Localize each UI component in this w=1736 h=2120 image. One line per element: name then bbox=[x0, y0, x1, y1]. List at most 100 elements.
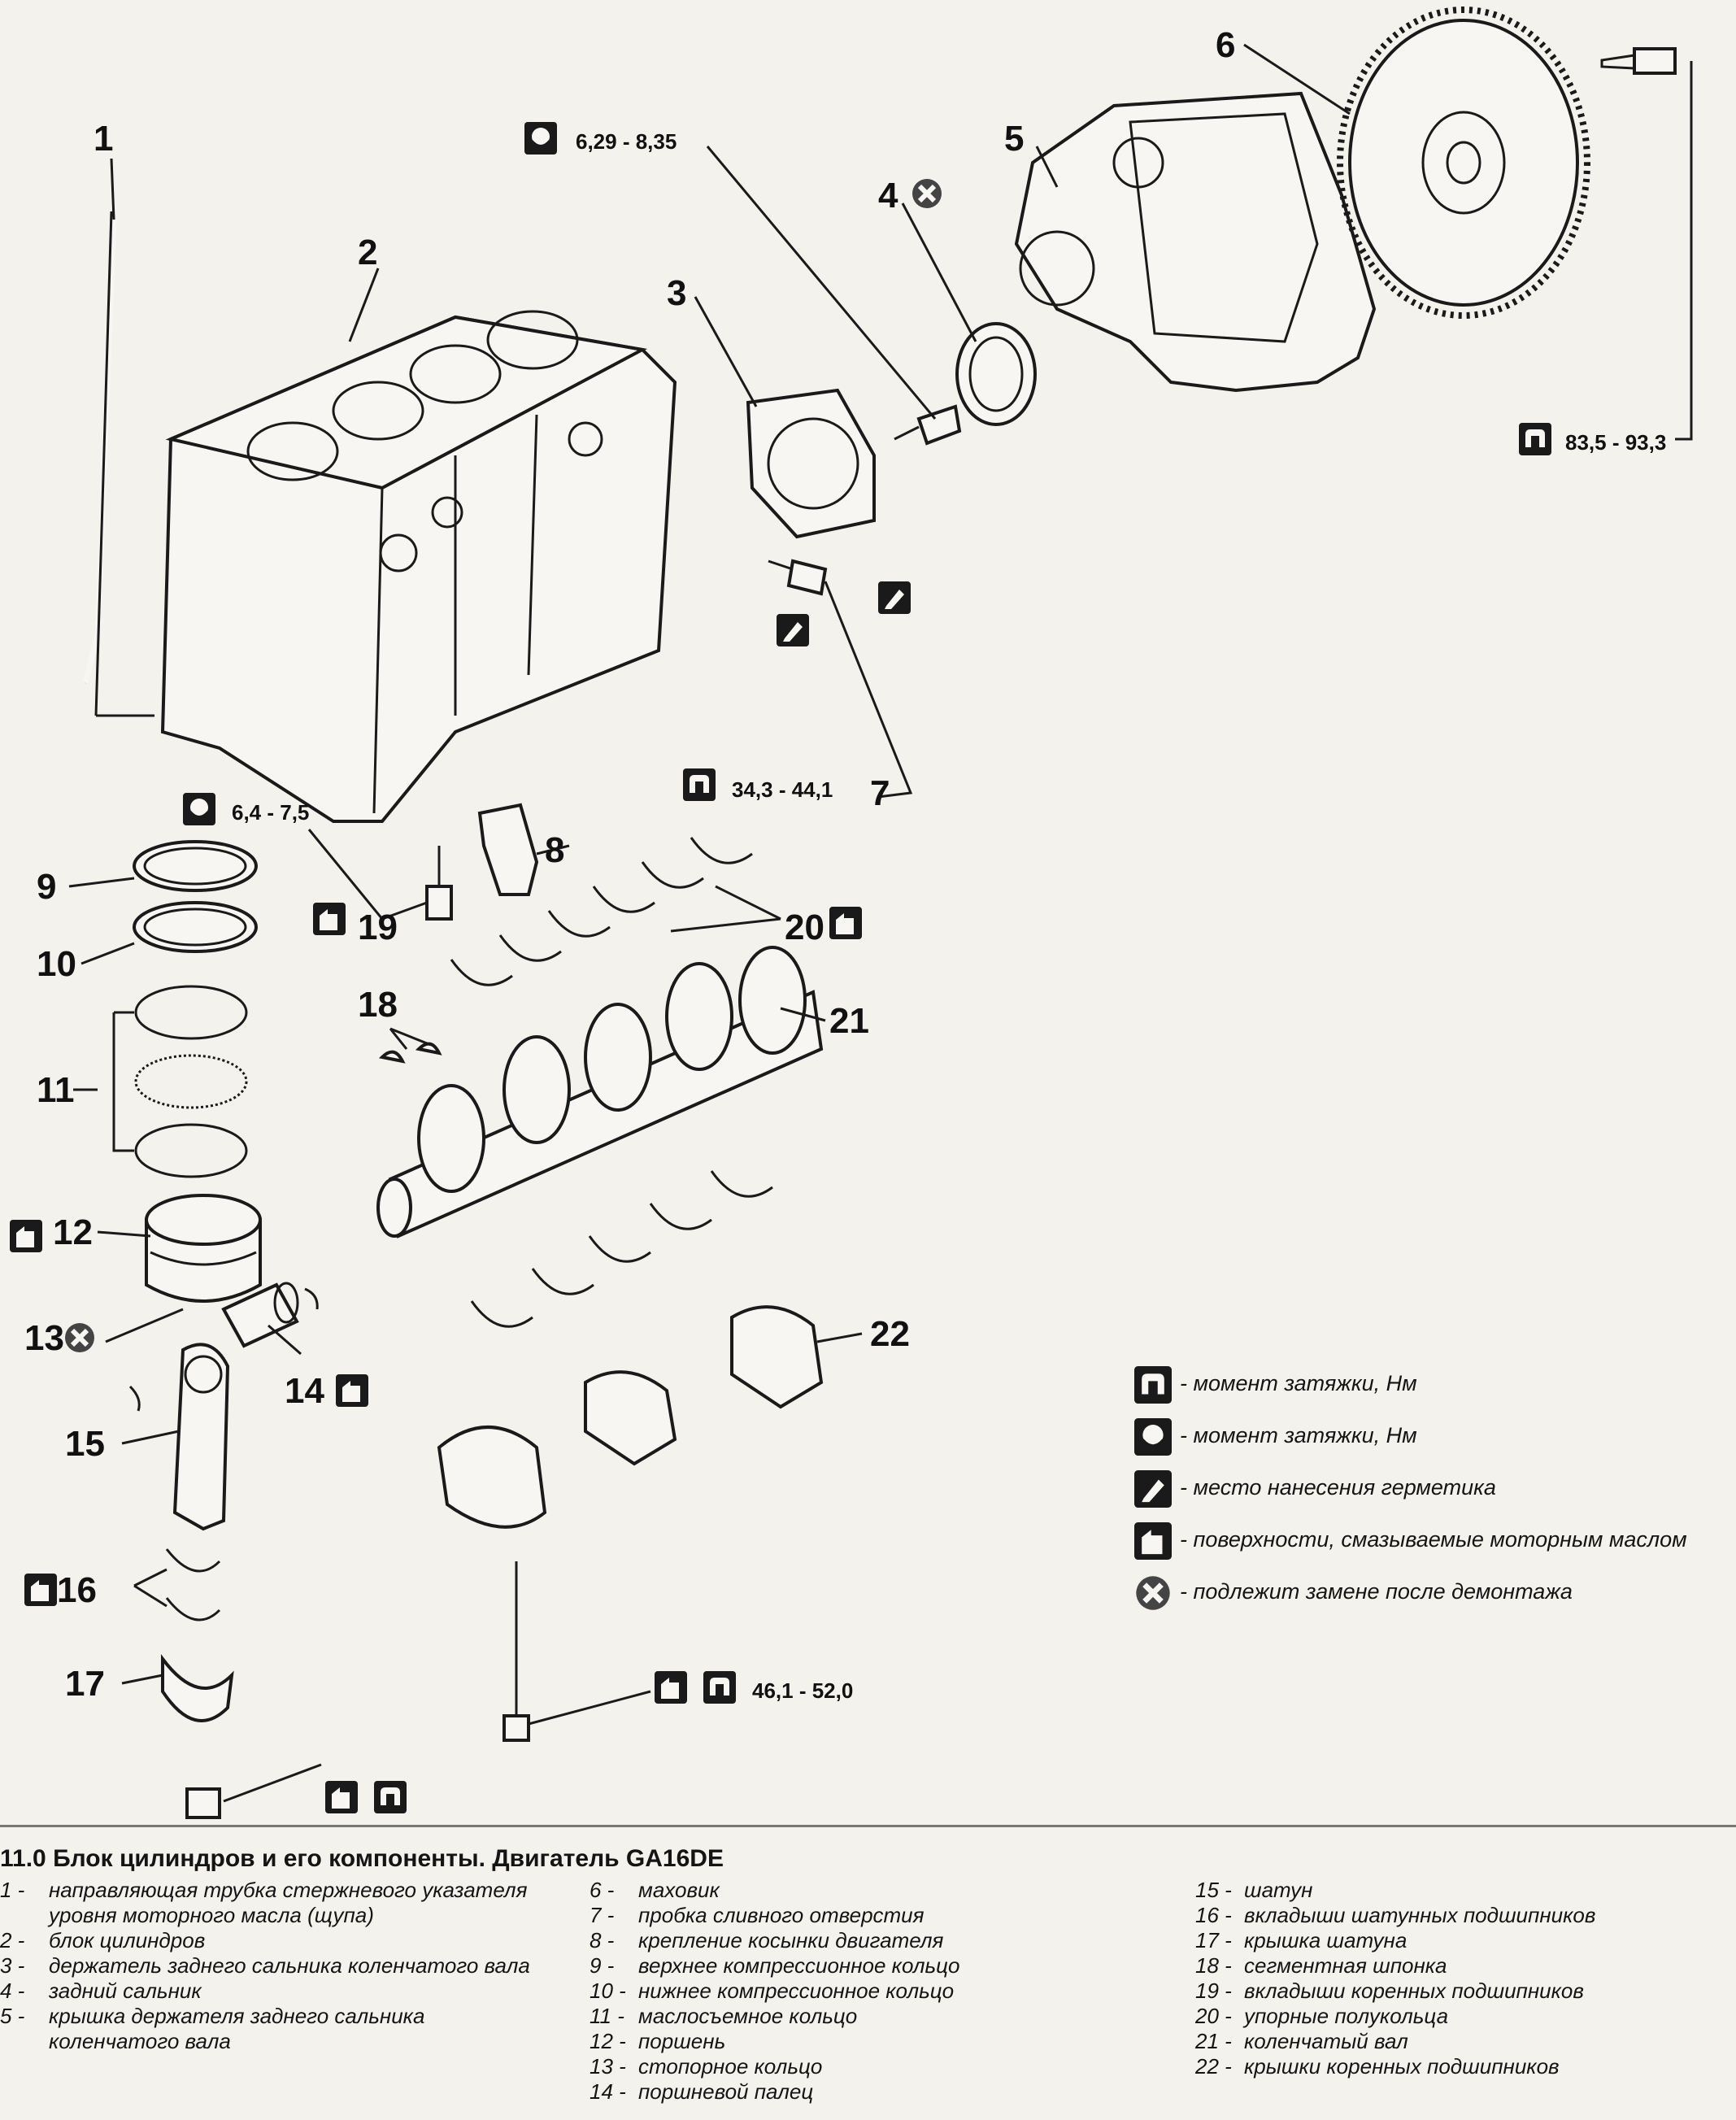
leader-lines bbox=[68, 43, 1693, 1803]
circlips bbox=[128, 1287, 319, 1412]
caption-item: 21 -коленчатый вал bbox=[1195, 2029, 1724, 2054]
caption-item-text: крышка держателя заднего сальника коленч… bbox=[49, 2004, 425, 2053]
main-bearings-lower bbox=[470, 1170, 773, 1328]
caption-item: 18 -сегментная шпонка bbox=[1195, 1953, 1724, 1979]
piston-rings bbox=[133, 840, 258, 953]
part-number-label: 2 bbox=[358, 233, 377, 272]
legend-item: - подлежит замене после демонтажа bbox=[1134, 1574, 1703, 1612]
part-number-label: 16 bbox=[57, 1570, 97, 1610]
oil-can-icon bbox=[336, 1374, 368, 1407]
caption-item-text: верхнее компрессионное кольцо bbox=[638, 1953, 960, 1978]
caption-item: 16 - вкладыши шатунных подшипников bbox=[1195, 1903, 1724, 1928]
caption-item: 14 -поршневой палец bbox=[590, 2079, 1110, 2105]
caption-item-number: 11 - bbox=[590, 2004, 624, 2028]
torque-value-main-cap: 46,1 - 52,0 bbox=[752, 1678, 853, 1703]
caption-item-text: блок цилиндров bbox=[49, 1928, 206, 1952]
caption-item-number: 15 - bbox=[1195, 1878, 1232, 1902]
caption-item-number: 22 - bbox=[1195, 2054, 1232, 2079]
thrust-washers bbox=[592, 837, 753, 913]
caption-item-text: направляющая трубка стержневого указател… bbox=[49, 1878, 528, 1927]
caption-item: 20 -упорные полукольца bbox=[1195, 2004, 1724, 2029]
part-number-label: 6 bbox=[1216, 25, 1235, 65]
legend-text: - подлежит замене после демонтажа bbox=[1180, 1579, 1573, 1604]
part-number-label: 3 bbox=[667, 273, 686, 313]
caption-item: 2 -блок цилиндров bbox=[0, 1928, 537, 1953]
caption-item: 5 -крышка держателя заднего сальника кол… bbox=[0, 2004, 537, 2054]
caption-item: 7 -пробка сливного отверстия bbox=[590, 1903, 1110, 1928]
caption-item-text: нижнее компрессионное кольцо bbox=[638, 1979, 955, 2003]
main-bearing-caps bbox=[437, 1305, 824, 1529]
rear-seal-retainer bbox=[746, 388, 876, 539]
caption-item: 19 -вкладыши коренных подшипников bbox=[1195, 1979, 1724, 2004]
part-number-label: 11 bbox=[37, 1070, 75, 1110]
caption-item: 1 -направляющая трубка стержневого указа… bbox=[0, 1878, 537, 1928]
crankshaft bbox=[376, 946, 824, 1238]
caption-item-text: крышка шатуна bbox=[1244, 1928, 1408, 1952]
torque-open-wrench-icon bbox=[374, 1781, 407, 1813]
piston-pin bbox=[221, 1282, 299, 1348]
part-number-label: 13 bbox=[24, 1318, 64, 1358]
oil-can-icon bbox=[313, 903, 346, 935]
caption-item: 4 - задний сальник bbox=[0, 1979, 537, 2004]
replace-icon bbox=[912, 179, 942, 208]
torque-value-drain-bolt: 6,29 - 8,35 bbox=[576, 129, 677, 154]
caption-item-number: 16 - bbox=[1195, 1903, 1232, 1927]
legend-text: - момент затяжки, Нм bbox=[1180, 1371, 1417, 1395]
torque-solid-wrench-icon bbox=[524, 122, 557, 155]
caption-item-text: задний сальник bbox=[49, 1979, 202, 2003]
caption-item-text: крепление косынки двигателя bbox=[638, 1928, 944, 1952]
flywheel-bolt bbox=[1600, 47, 1677, 75]
flywheel bbox=[1337, 7, 1590, 319]
caption-item: 17 -крышка шатуна bbox=[1195, 1928, 1724, 1953]
caption-item: 11 - маслосъемное кольцо bbox=[590, 2004, 1110, 2029]
caption-column-2: 6 -маховик 7 -пробка сливного отверстия … bbox=[590, 1878, 1110, 2105]
caption-item-text: пробка сливного отверстия bbox=[638, 1903, 925, 1927]
legend-text: - место нанесения герметика bbox=[1180, 1475, 1496, 1500]
legend-item: - момент затяжки, Нм bbox=[1134, 1366, 1703, 1404]
caption-item-text: маховик bbox=[638, 1878, 720, 1902]
part-number-label: 17 bbox=[65, 1664, 105, 1704]
part-number-label: 22 bbox=[870, 1314, 910, 1354]
part-number-label: 10 bbox=[37, 944, 76, 984]
cylinder-block bbox=[160, 310, 677, 823]
caption-item: 3 -держатель заднего сальника коленча­то… bbox=[0, 1953, 537, 1979]
figure-caption: 11.0 Блок цилиндров и его компоненты. Дв… bbox=[0, 1825, 1736, 2120]
caption-item-text: крышки коренных подшипников bbox=[1244, 2054, 1560, 2079]
legend-item: - место нанесения герметика bbox=[1134, 1470, 1703, 1508]
rear-plate bbox=[1014, 91, 1377, 393]
torque-value-gusset: 6,4 - 7,5 bbox=[232, 800, 309, 825]
oil-can-icon bbox=[24, 1574, 57, 1606]
oil-control-rings bbox=[134, 985, 248, 1178]
part-number-label: 18 bbox=[358, 985, 398, 1025]
caption-column-3: 15 -шатун 16 -вкладыши шатунных подшипни… bbox=[1195, 1878, 1724, 2079]
caption-item-number: 9 - bbox=[590, 1953, 615, 1978]
caption-item-number: 10 - bbox=[590, 1979, 626, 2003]
oil-can-icon bbox=[655, 1671, 687, 1704]
caption-item-number: 20 - bbox=[1195, 2004, 1232, 2028]
part-number-label: 7 bbox=[870, 773, 890, 813]
caption-item: 8 - крепление косынки двигателя bbox=[590, 1928, 1110, 1953]
caption-item-number: 19 - bbox=[1195, 1979, 1232, 2003]
caption-item-number: 8 - bbox=[590, 1928, 615, 1952]
caption-item-text: коленчатый вал bbox=[1244, 2029, 1408, 2053]
caption-item-number: 14 - bbox=[590, 2079, 626, 2104]
caption-item-number: 4 - bbox=[0, 1979, 25, 2003]
part-labels: 1 2 3 4 5 6 7 8 9 10 11 12 13 14 15 16 1… bbox=[24, 25, 1235, 1704]
caption-item: 12 -поршень bbox=[590, 2029, 1110, 2054]
conrod-cap bbox=[161, 1654, 234, 1819]
caption-title: 11.0 Блок цилиндров и его компоненты. Дв… bbox=[0, 1845, 724, 1872]
gusset-bolt bbox=[425, 846, 453, 921]
caption-item-text: маслосъемное кольцо bbox=[638, 2004, 858, 2028]
caption-item: 13 -стопорное кольцо bbox=[590, 2054, 1110, 2079]
caption-item: 22 - крышки коренных подшипников bbox=[1195, 2054, 1724, 2079]
replace-icon bbox=[65, 1323, 94, 1352]
legend-item: - момент затяжки, Нм bbox=[1134, 1418, 1703, 1456]
caption-item-number: 6 - bbox=[590, 1878, 615, 1902]
caption-item-text: поршень bbox=[638, 2029, 726, 2053]
woodruff-keys bbox=[378, 1042, 442, 1064]
caption-column-1: 1 -направляющая трубка стержневого указа… bbox=[0, 1878, 537, 2054]
legend-text: - момент затяжки, Нм bbox=[1180, 1423, 1417, 1447]
caption-item-text: вкладыши шатунных подшипников bbox=[1244, 1903, 1596, 1927]
main-bearings-upper bbox=[450, 910, 611, 986]
part-number-label: 19 bbox=[358, 908, 398, 947]
